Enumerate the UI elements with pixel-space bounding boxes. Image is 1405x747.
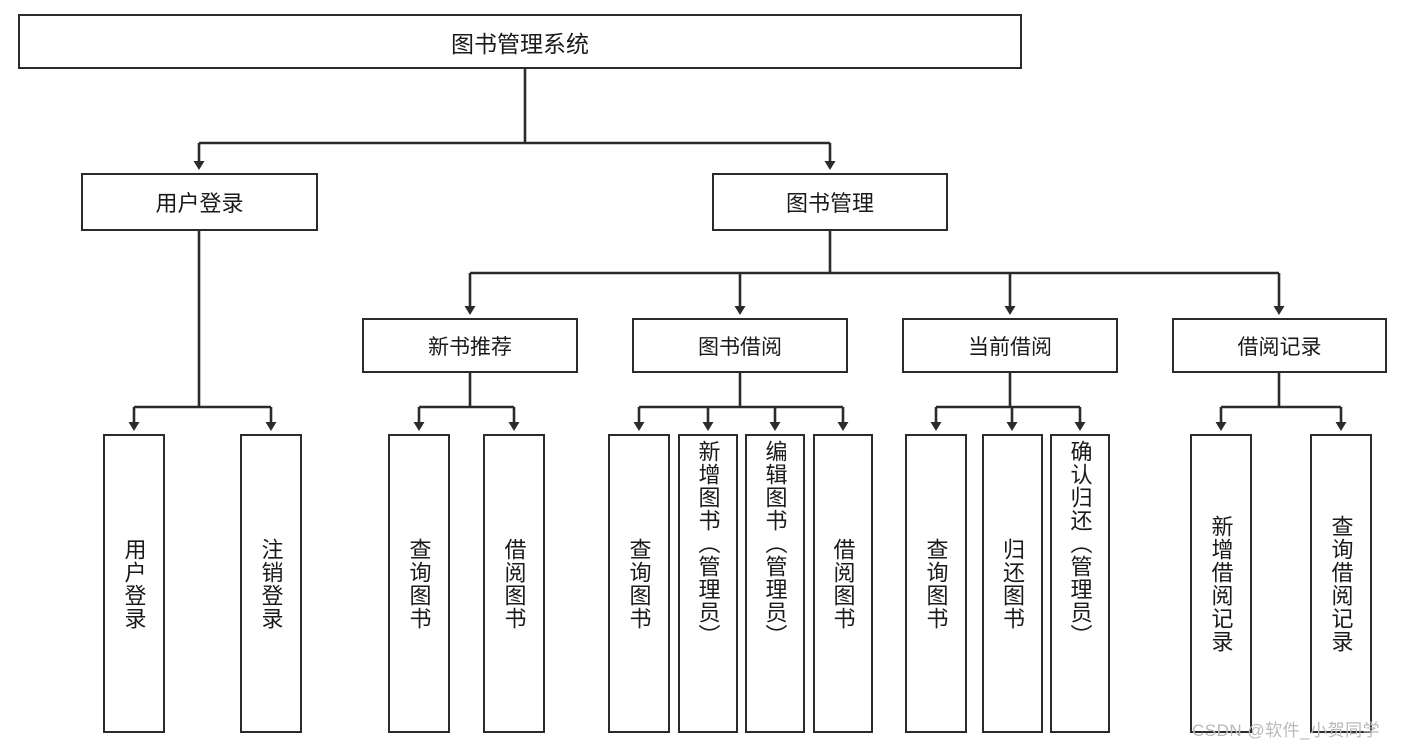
- node-root-label: 图书管理系统: [451, 30, 589, 57]
- leaf-query-book-2[interactable]: 查询图书: [608, 434, 670, 733]
- leaf-user-logout[interactable]: 注销登录: [240, 434, 302, 733]
- leaf-query-record[interactable]: 查询借阅记录: [1310, 434, 1372, 733]
- leaf-add-book[interactable]: 新增图书（管理员）: [678, 434, 738, 733]
- leaf-borrow-book-2-inner: 借阅图书: [815, 436, 871, 731]
- leaf-user-logout-inner: 注销登录: [242, 436, 300, 731]
- leaf-borrow-book-2[interactable]: 借阅图书: [813, 434, 873, 733]
- leaf-borrow-book-1-label: 借阅图书: [501, 537, 527, 630]
- leaf-confirm-return-label: 确认归还（管理员）: [1067, 440, 1093, 647]
- leaf-query-record-inner: 查询借阅记录: [1312, 436, 1370, 731]
- leaf-query-book-2-inner: 查询图书: [610, 436, 668, 731]
- leaf-borrow-book-1[interactable]: 借阅图书: [483, 434, 545, 733]
- node-borrow-record[interactable]: 借阅记录: [1172, 318, 1387, 373]
- node-user-login[interactable]: 用户登录: [81, 173, 318, 231]
- leaf-add-book-label: 新增图书（管理员）: [695, 440, 721, 647]
- leaf-edit-book-label: 编辑图书（管理员）: [762, 440, 788, 647]
- node-root[interactable]: 图书管理系统: [18, 14, 1022, 69]
- node-book-manage-label: 图书管理: [785, 191, 874, 216]
- leaf-user-login-label: 用户登录: [121, 537, 147, 630]
- leaf-add-record[interactable]: 新增借阅记录: [1190, 434, 1252, 733]
- leaf-borrow-book-1-inner: 借阅图书: [485, 436, 543, 731]
- leaf-user-logout-label: 注销登录: [258, 537, 284, 630]
- leaf-return-book-label: 归还图书: [1000, 537, 1026, 630]
- leaf-user-login[interactable]: 用户登录: [103, 434, 165, 733]
- leaf-query-book-1-label: 查询图书: [406, 537, 432, 630]
- watermark-text: CSDN @软件_小贺同学: [1192, 721, 1381, 740]
- leaf-borrow-book-2-label: 借阅图书: [830, 537, 856, 630]
- leaf-confirm-return-inner: 确认归还（管理员）: [1052, 436, 1108, 731]
- node-borrow-record-label: 借阅记录: [1237, 335, 1322, 359]
- leaf-user-login-inner: 用户登录: [105, 436, 163, 731]
- node-book-borrow[interactable]: 图书借阅: [632, 318, 848, 373]
- leaf-add-record-inner: 新增借阅记录: [1192, 436, 1250, 731]
- leaf-edit-book[interactable]: 编辑图书（管理员）: [745, 434, 805, 733]
- leaf-return-book[interactable]: 归还图书: [982, 434, 1043, 733]
- leaf-query-book-3-label: 查询图书: [923, 537, 949, 630]
- leaf-query-book-3[interactable]: 查询图书: [905, 434, 967, 733]
- leaf-add-book-inner: 新增图书（管理员）: [680, 436, 736, 731]
- leaf-add-record-label: 新增借阅记录: [1208, 514, 1234, 653]
- leaf-query-record-label: 查询借阅记录: [1328, 514, 1354, 653]
- node-book-borrow-label: 图书借阅: [698, 335, 782, 359]
- leaf-query-book-2-label: 查询图书: [626, 537, 652, 630]
- leaf-query-book-3-inner: 查询图书: [907, 436, 965, 731]
- node-current-borrow[interactable]: 当前借阅: [902, 318, 1118, 373]
- leaf-confirm-return[interactable]: 确认归还（管理员）: [1050, 434, 1110, 733]
- node-current-borrow-label: 当前借阅: [968, 335, 1052, 359]
- node-new-book-rec-label: 新书推荐: [428, 335, 512, 359]
- leaf-query-book-1[interactable]: 查询图书: [388, 434, 450, 733]
- node-new-book-rec[interactable]: 新书推荐: [362, 318, 578, 373]
- node-user-login-label: 用户登录: [155, 191, 244, 216]
- leaf-query-book-1-inner: 查询图书: [390, 436, 448, 731]
- leaf-edit-book-inner: 编辑图书（管理员）: [747, 436, 803, 731]
- node-book-manage[interactable]: 图书管理: [712, 173, 948, 231]
- leaf-return-book-inner: 归还图书: [984, 436, 1041, 731]
